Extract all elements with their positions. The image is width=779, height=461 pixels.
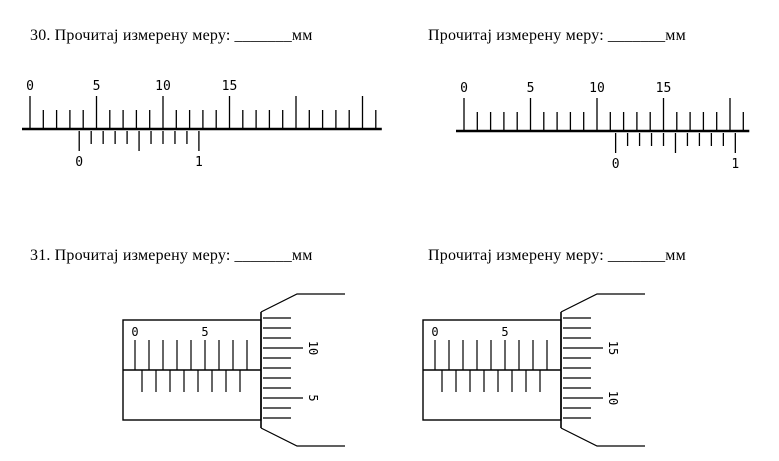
svg-text:5: 5	[527, 81, 535, 96]
unit-label: мм	[665, 27, 686, 44]
svg-text:15: 15	[222, 79, 238, 94]
svg-text:15: 15	[606, 341, 620, 355]
question-number: 31.	[30, 247, 51, 264]
svg-text:5: 5	[501, 325, 508, 339]
micrometer-figure: 0 5 10 5	[122, 293, 345, 447]
prompt-text: Прочитај измерену меру:	[54, 247, 231, 264]
answer-blank[interactable]: _______	[607, 247, 666, 264]
vernier-caliper-figure: 0 5 10 15 0 1	[456, 81, 750, 172]
question-30-right-prompt: Прочитај измерену меру:_______мм	[428, 27, 686, 45]
question-31-left-prompt: 31.Прочитај измерену меру:_______мм	[30, 247, 313, 265]
svg-text:0: 0	[131, 325, 138, 339]
unit-label: мм	[291, 247, 313, 264]
svg-text:0: 0	[460, 81, 468, 96]
svg-text:5: 5	[201, 325, 208, 339]
question-number: 30.	[30, 27, 51, 44]
unit-label: мм	[291, 27, 313, 44]
svg-text:10: 10	[155, 79, 171, 94]
svg-text:10: 10	[606, 391, 620, 405]
prompt-text: Прочитај измерену меру:	[54, 27, 231, 44]
question-30-left-prompt: 30.Прочитај измерену меру:_______мм	[30, 27, 313, 45]
svg-text:1: 1	[195, 155, 203, 170]
svg-text:0: 0	[431, 325, 438, 339]
svg-text:0: 0	[75, 155, 83, 170]
answer-blank[interactable]: _______	[234, 247, 292, 264]
prompt-text: Прочитај измерену меру:	[428, 247, 604, 264]
prompt-text: Прочитај измерену меру:	[428, 27, 604, 44]
svg-text:10: 10	[306, 341, 320, 355]
svg-text:5: 5	[93, 79, 101, 94]
svg-text:1: 1	[731, 157, 739, 172]
svg-text:10: 10	[589, 81, 605, 96]
answer-blank[interactable]: _______	[607, 27, 666, 44]
svg-text:0: 0	[612, 157, 620, 172]
svg-text:15: 15	[656, 81, 672, 96]
svg-text:0: 0	[26, 79, 34, 94]
svg-text:5: 5	[306, 394, 320, 401]
unit-label: мм	[665, 247, 686, 264]
vernier-caliper-figure: 0 5 10 15 0 1	[22, 79, 382, 170]
micrometer-figure: 0 5 15 10	[422, 293, 645, 447]
question-31-right-prompt: Прочитај измерену меру:_______мм	[428, 247, 686, 265]
answer-blank[interactable]: _______	[234, 27, 292, 44]
